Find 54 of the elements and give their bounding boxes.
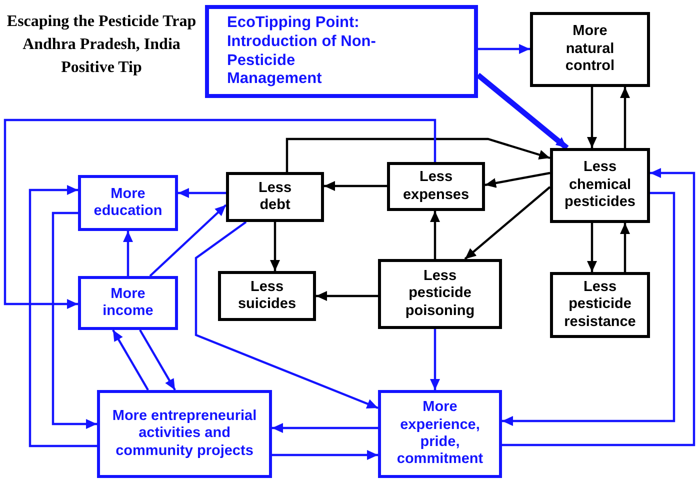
subtitle: Andhra Pradesh, India <box>22 35 182 55</box>
arrow <box>620 87 630 148</box>
arrow <box>286 138 550 172</box>
box-label: EcoTipping Point: Introduction of Non-Pesticide Management <box>227 14 377 89</box>
arrow <box>587 87 597 148</box>
arrow <box>464 186 551 260</box>
box-label: Less pesticide poisoning <box>404 268 476 320</box>
box-label: Less expenses <box>402 169 470 204</box>
process-box <box>530 12 650 87</box>
arrow <box>194 221 378 410</box>
arrow <box>178 188 226 198</box>
box-label: More experience, pride, commitment <box>396 399 484 469</box>
arrow <box>139 329 176 391</box>
box-label: Less debt <box>257 180 293 214</box>
process-box <box>378 390 502 478</box>
arrow <box>270 222 280 271</box>
arrow <box>620 223 630 272</box>
process-box <box>550 148 650 223</box>
box-label: Less suicides <box>236 278 298 314</box>
box-label: More education <box>92 186 164 220</box>
process-box <box>205 5 478 98</box>
arrow <box>430 329 440 390</box>
arrow <box>4 118 436 309</box>
arrow <box>316 291 378 301</box>
arrow <box>272 423 378 433</box>
arrow <box>112 329 149 391</box>
process-box <box>78 276 178 330</box>
box-label: Less pesticide resistance <box>563 278 637 332</box>
arrow <box>28 185 97 448</box>
arrow <box>272 450 378 460</box>
arrow <box>478 44 530 54</box>
process-box <box>97 390 272 478</box>
box-label: More natural control <box>564 23 616 76</box>
process-box <box>226 172 324 222</box>
box-label: More income <box>102 286 154 320</box>
arrow <box>484 172 550 188</box>
process-box <box>78 175 178 231</box>
arrow <box>476 72 569 150</box>
diagram-title: Escaping the Pesticide Trap <box>6 12 198 32</box>
process-box <box>387 162 485 211</box>
arrow <box>149 204 227 277</box>
box-label: Less chemical pesticides <box>564 159 636 212</box>
process-box <box>550 272 650 338</box>
process-box <box>378 259 502 329</box>
subtitle: Positive Tip <box>60 58 143 78</box>
arrow <box>502 192 676 426</box>
process-box <box>218 271 316 321</box>
arrow <box>502 168 696 446</box>
arrow <box>587 223 597 272</box>
arrow <box>123 231 133 276</box>
arrow <box>324 181 387 191</box>
arrow <box>430 211 440 259</box>
box-label: More entrepreneurial activities and community projects <box>111 408 258 460</box>
arrow <box>52 212 97 429</box>
